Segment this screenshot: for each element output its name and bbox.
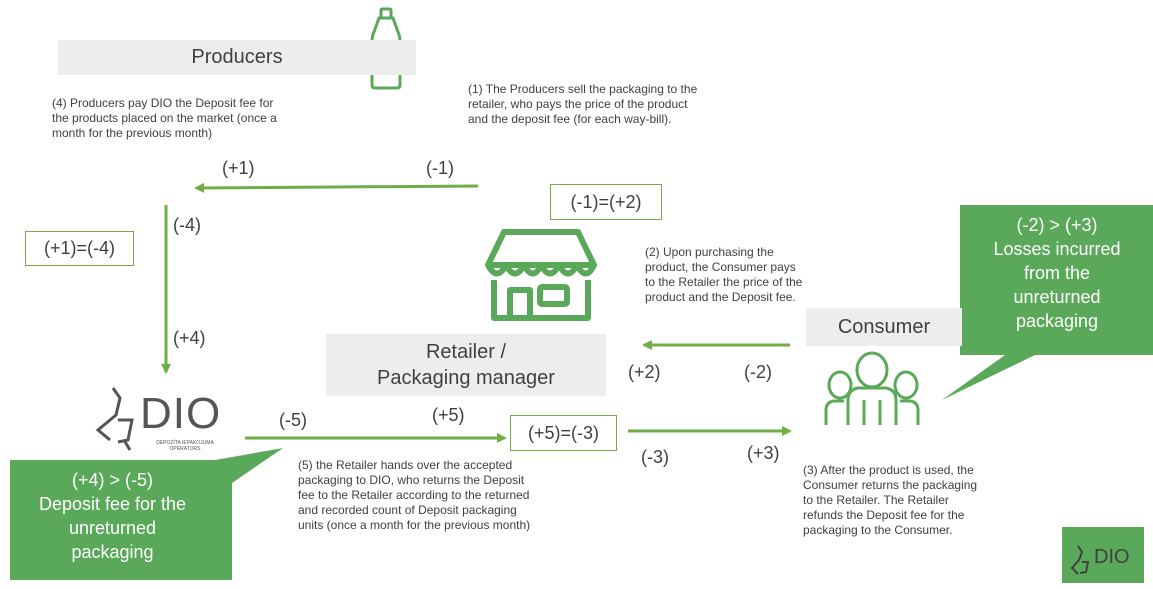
producers-title: Producers xyxy=(191,46,283,68)
note-3: (3) After the product is used, the Consu… xyxy=(803,463,978,537)
retailer-line2: Packaging manager xyxy=(377,367,555,389)
label-plus5: (+5) xyxy=(432,405,465,425)
label-plus2: (+2) xyxy=(628,362,661,382)
consumer-callout: (-2) > (+3) Losses incurred from the unr… xyxy=(962,213,1152,333)
label-plus1: (+1) xyxy=(222,158,255,178)
consumer-callout-line5: packaging xyxy=(1015,311,1099,331)
dio-callout-shape xyxy=(10,448,283,580)
dio-logo-mark xyxy=(95,387,134,451)
dio-callout: (+4) > (-5) Deposit fee for the unreturn… xyxy=(10,468,215,564)
label-minus2: (-2) xyxy=(744,362,772,382)
label-minus4: (-4) xyxy=(173,215,201,235)
consumer-callout-line4: unreturned xyxy=(1013,287,1101,307)
dio-callout-line1: (+4) > (-5) xyxy=(71,470,154,490)
label-minus3: (-3) xyxy=(641,447,669,467)
consumer-callout-line1: (-2) > (+3) xyxy=(1016,215,1098,235)
box-plus5-eq-minus3: (+5)=(-3) xyxy=(510,415,617,451)
corner-logo-box xyxy=(1062,527,1144,583)
dio-callout-line3: unreturned xyxy=(68,518,157,538)
shop-icon xyxy=(485,229,597,321)
dio-callout-line2: Deposit fee for the xyxy=(38,494,187,514)
people-icon xyxy=(824,351,920,425)
dio-callout-line4: packaging xyxy=(71,542,154,562)
label-minus5: (-5) xyxy=(279,410,307,430)
label-plus3: (+3) xyxy=(747,443,780,463)
consumer-box: Consumer xyxy=(806,308,962,346)
consumer-callout-shape xyxy=(942,205,1153,400)
retailer-box: Retailer / Packaging manager xyxy=(326,334,606,396)
retailer-line1: Retailer / xyxy=(425,341,507,363)
box-minus1-eq-plus2: (-1)=(+2) xyxy=(550,184,662,220)
dio-logo: DIO xyxy=(140,392,221,436)
producers-box: Producers xyxy=(58,40,416,75)
dio-logo-sub2: OPERATORS xyxy=(169,446,201,452)
corner-logo-text: DIO xyxy=(1094,546,1130,568)
dio-logo-sub: DEPOZĪTA IEPAKOJUMA OPERATORS xyxy=(140,440,230,452)
note-1: (1) The Producers sell the packaging to … xyxy=(468,82,698,126)
dio-logo-sub1: DEPOZĪTA IEPAKOJUMA xyxy=(156,440,214,446)
dio-logo-name: DIO xyxy=(140,389,222,438)
note-5: (5) the Retailer hands over the accepted… xyxy=(298,458,531,532)
note-2: (2) Upon purchasing the product, the Con… xyxy=(645,245,803,304)
consumer-title: Consumer xyxy=(837,315,931,338)
arrow-retailer-to-producers xyxy=(194,182,479,193)
label-plus4: (+4) xyxy=(173,328,206,348)
consumer-callout-line2: Losses incurred xyxy=(993,239,1121,259)
consumer-callout-line3: from the xyxy=(1023,263,1091,283)
label-minus1: (-1) xyxy=(426,158,454,178)
box-plus1-eq-minus4: (+1)=(-4) xyxy=(25,231,134,266)
note-4: (4) Producers pay DIO the Deposit fee fo… xyxy=(52,96,277,140)
